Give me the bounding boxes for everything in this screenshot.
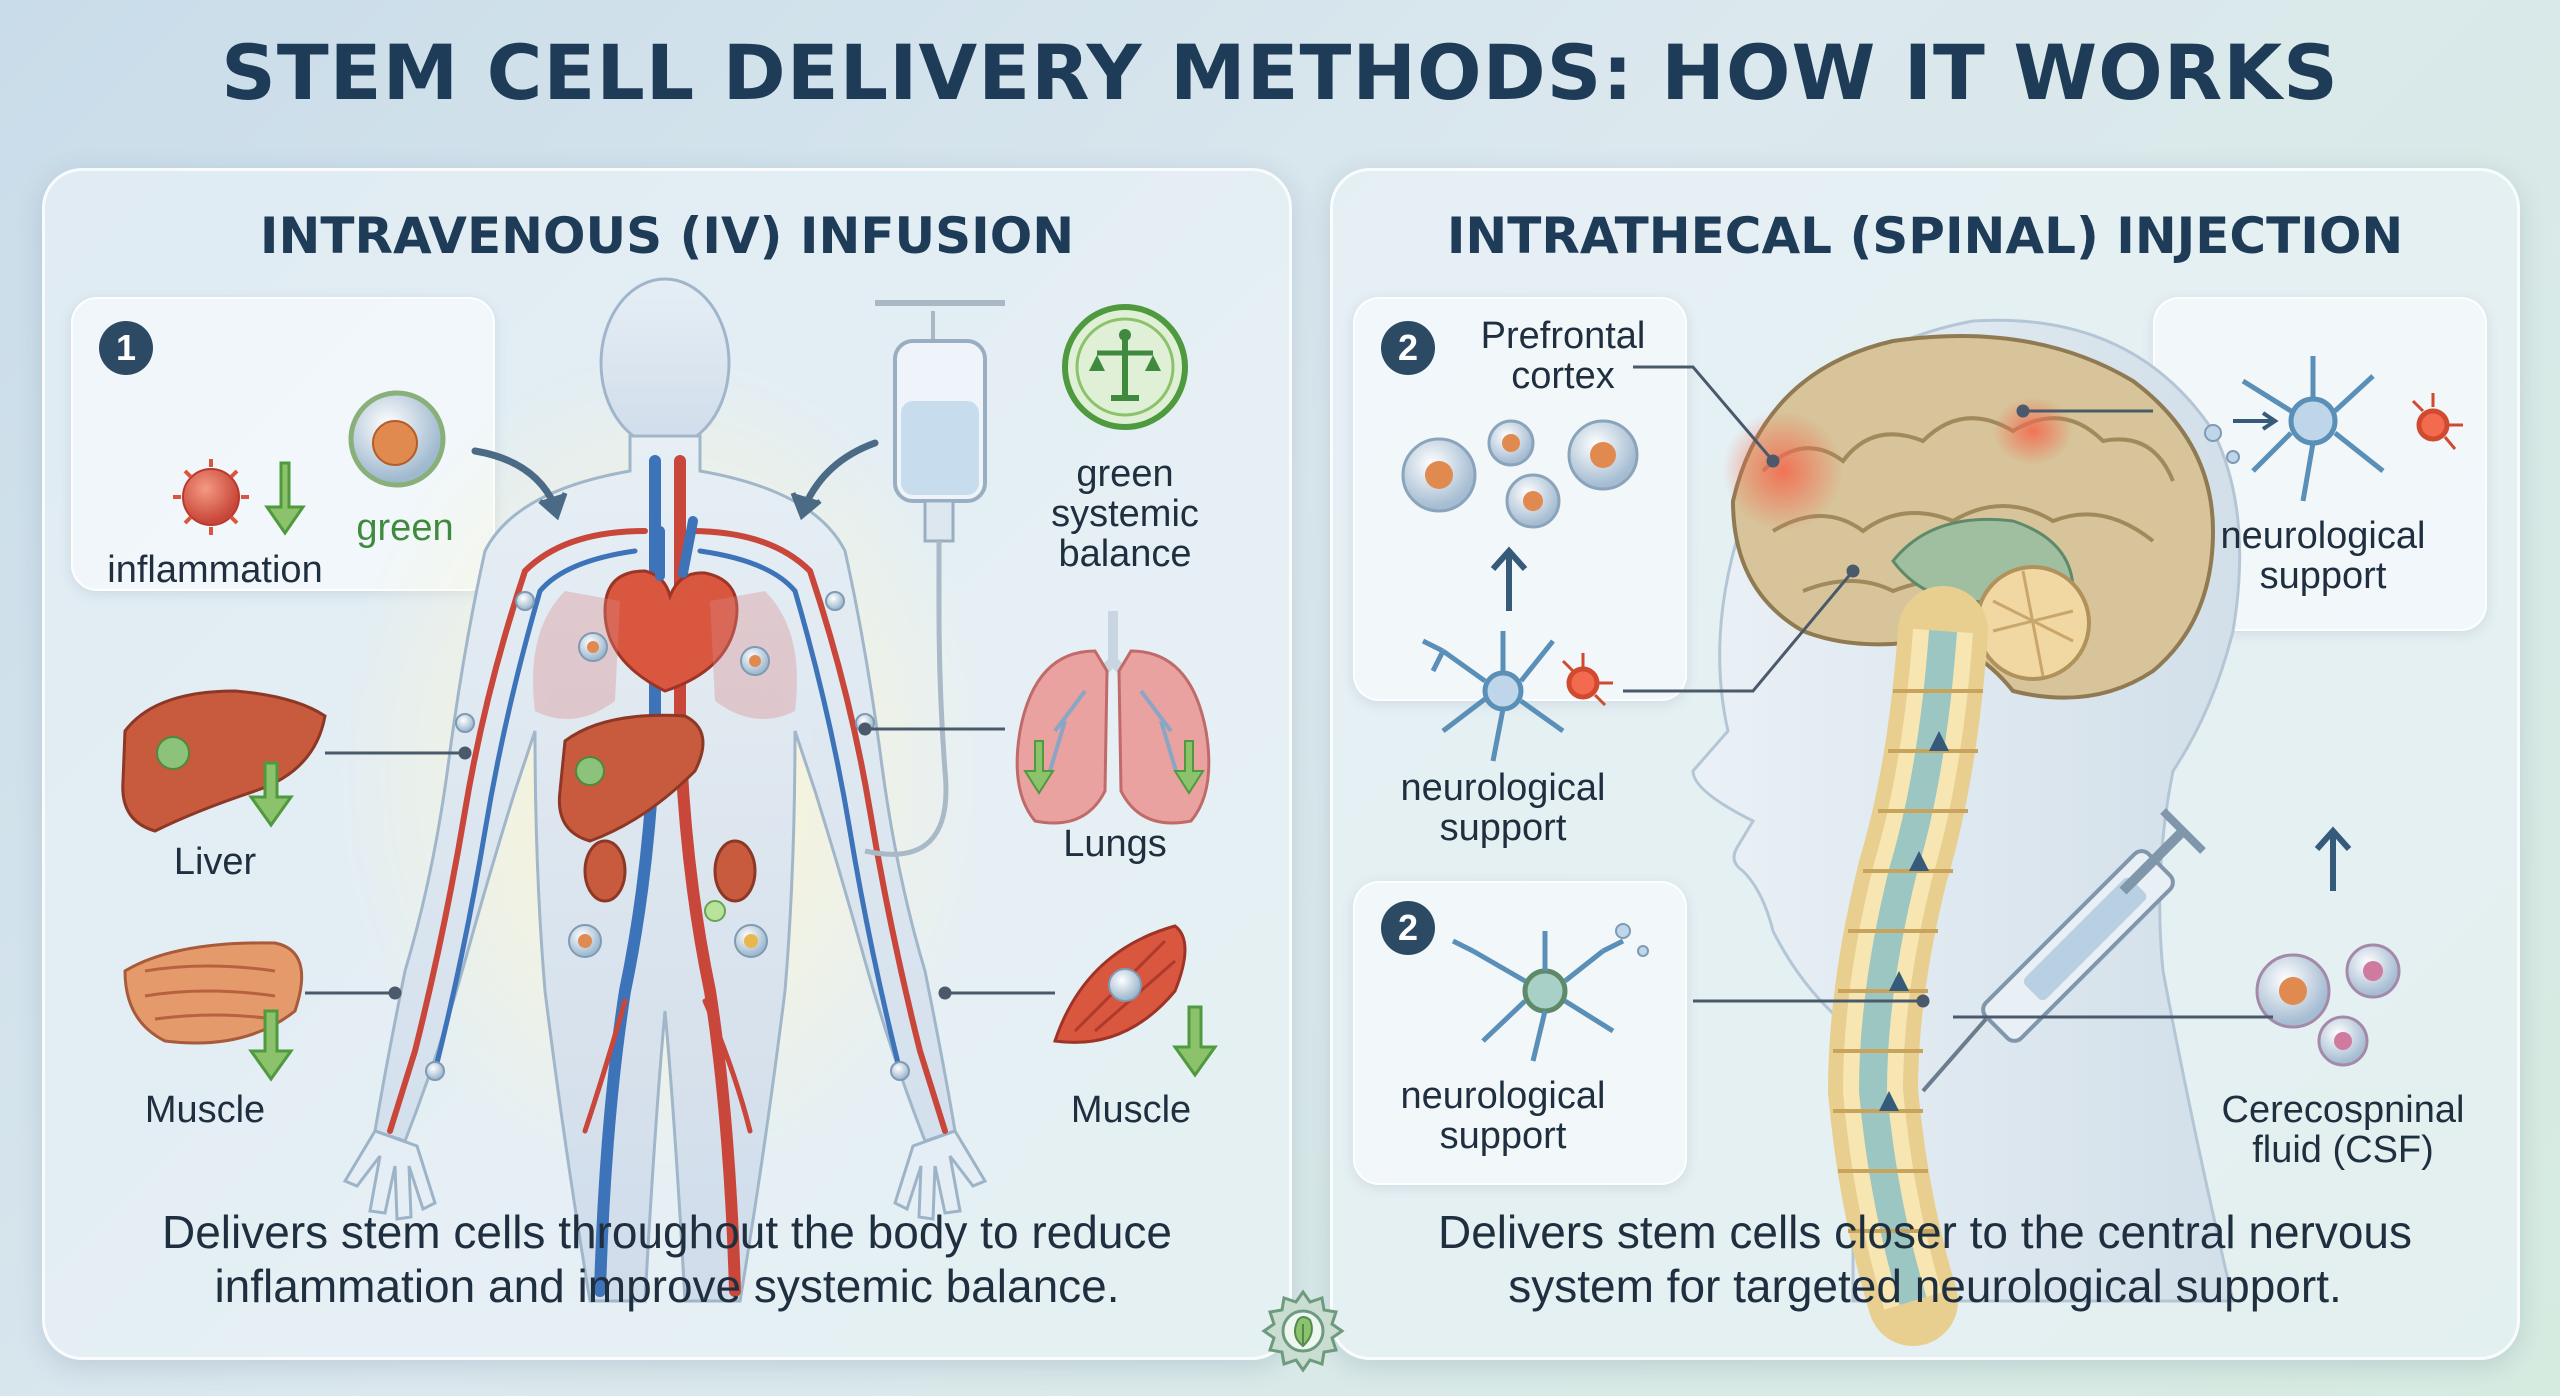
liver-icon xyxy=(557,713,705,843)
step-number-1: 1 xyxy=(99,321,153,375)
iv-description-line1: Delivers stem cells throughout the body … xyxy=(162,1206,1172,1258)
neuron-bottom-icon xyxy=(1451,923,1649,1062)
inflammation-label: inflammation xyxy=(107,549,323,591)
lungs-icon xyxy=(1015,611,1211,825)
inflammation-cell-icon xyxy=(173,459,306,536)
stem-cell-icon xyxy=(348,390,446,488)
iv-panel-heading: INTRAVENOUS (IV) INFUSION xyxy=(259,207,1075,265)
intrathecal-panel-heading: INTRATHECAL (SPINAL) INJECTION xyxy=(1446,207,2404,265)
muscle-right-icon xyxy=(1053,924,1218,1078)
muscle-left-label: Muscle xyxy=(144,1089,266,1131)
muscle-right-label: Muscle xyxy=(1070,1089,1192,1131)
neuro-top-right-label-1: neurological xyxy=(2220,515,2426,557)
intrathecal-description-line2: system for targeted neurological support… xyxy=(1508,1260,2342,1312)
neuron-top-right-icon xyxy=(2204,356,2463,502)
stem-cells-group xyxy=(1401,419,1639,611)
liver-label: Liver xyxy=(173,841,257,883)
balance-scale-icon xyxy=(1062,304,1188,430)
intrathecal-panel: INTRATHECAL (SPINAL) INJECTION xyxy=(1330,168,2520,1360)
csf-label-1: Cerecospninal xyxy=(2221,1089,2465,1131)
iv-infusion-panel: INTRAVENOUS (IV) INFUSION xyxy=(42,168,1292,1360)
spinal-illustration xyxy=(1401,318,2463,1346)
neuro-bottom-label-2: support xyxy=(1439,1115,1567,1157)
syringe-icon xyxy=(1921,808,2206,1093)
leaf-gear-icon xyxy=(1261,1289,1345,1373)
spine-icon xyxy=(1827,586,1988,1346)
balance-label-2: systemic xyxy=(1051,493,1199,535)
neuron-icon xyxy=(1421,631,1613,762)
neuro-bottom-label-1: neurological xyxy=(1400,1075,1606,1117)
neuro-mid-label-2: support xyxy=(1439,807,1567,849)
green-label: green xyxy=(356,507,454,549)
prefrontal-label-2: cortex xyxy=(1511,355,1615,397)
iv-body-illustration xyxy=(121,277,1218,1303)
intrathecal-description-line1: Delivers stem cells closer to the centra… xyxy=(1437,1206,2413,1258)
iv-bag-icon xyxy=(864,300,1005,857)
csf-cells-icon xyxy=(2255,826,2401,1067)
iv-description-line2: inflammation and improve systemic balanc… xyxy=(214,1260,1120,1312)
step-number-2-top: 2 xyxy=(1381,321,1435,375)
muscle-icon xyxy=(123,941,304,1082)
balance-label-3: balance xyxy=(1058,533,1192,575)
brain-icon xyxy=(1723,334,2216,700)
body-stem-cells xyxy=(425,591,910,1081)
step-number-2-bottom: 2 xyxy=(1381,901,1435,955)
neuro-mid-label-1: neurological xyxy=(1400,767,1606,809)
csf-label-2: fluid (CSF) xyxy=(2252,1129,2434,1171)
liver-organ-icon xyxy=(121,689,327,833)
heart-icon xyxy=(603,516,739,693)
neuro-top-right-label-2: support xyxy=(2259,555,2387,597)
lungs-label: Lungs xyxy=(1063,823,1167,865)
prefrontal-label-1: Prefrontal xyxy=(1480,315,1646,357)
balance-label-1: green xyxy=(1076,453,1174,495)
page-title: STEM CELL DELIVERY METHODS: HOW IT WORKS xyxy=(221,28,2339,117)
